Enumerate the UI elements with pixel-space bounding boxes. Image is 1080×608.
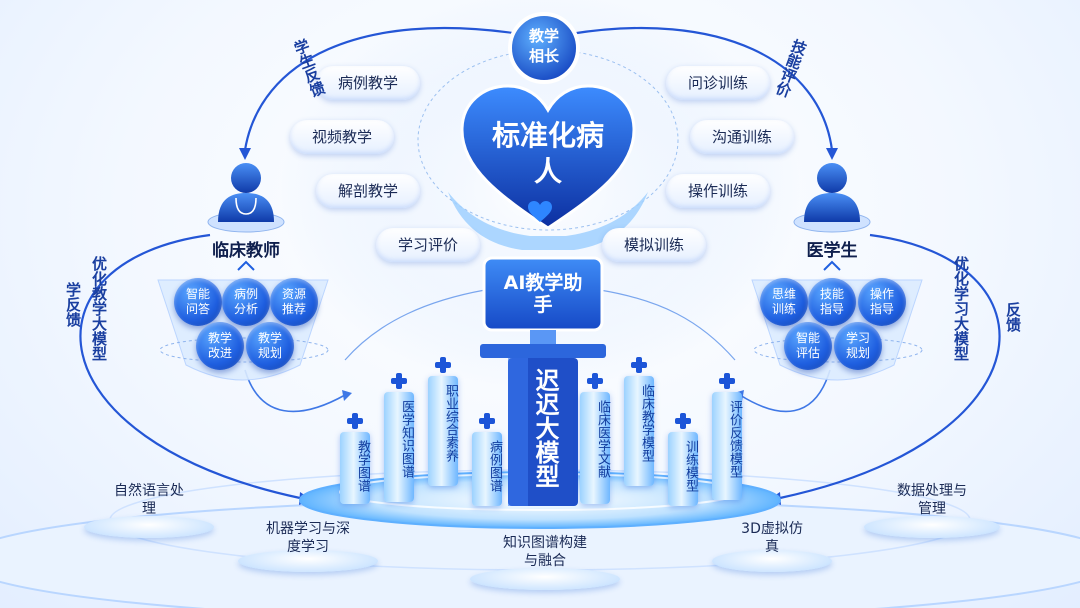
student-person-icon: [793, 163, 871, 233]
arc-skill-eval: [569, 26, 834, 151]
bubble-learning-plan: 学习规划: [834, 322, 882, 370]
bubble-resource-recommend: 资源推荐: [270, 278, 318, 326]
platform-data-processing: 数据处理与管理: [864, 482, 1000, 538]
column-label: 教学图谱: [355, 440, 370, 492]
medical-cross-icon: [719, 373, 735, 389]
column-case-graph: 病例图谱: [472, 432, 502, 506]
bubble-teaching-improve: 教学改进: [196, 322, 244, 370]
bubble-smart-evaluation: 智能评估: [784, 322, 832, 370]
platform-label: 数据处理与管理: [897, 483, 967, 517]
column-clinical-teaching-model: 临床教学模型: [624, 376, 654, 486]
heart-title: 标准化病人: [491, 119, 604, 188]
platform-label: 机器学习与深度学习: [266, 521, 350, 555]
arc-label-left-feedback: 学反馈: [64, 282, 82, 327]
teacher-label: 临床教师: [212, 241, 280, 261]
pill-case-teaching: 病例教学: [316, 66, 420, 100]
pill-operation-training: 操作训练: [666, 174, 770, 208]
platform-nlp: 自然语言处理: [84, 482, 214, 538]
pill-inquiry-training: 问诊训练: [666, 66, 770, 100]
teacher-person-icon: [207, 163, 285, 233]
medical-cross-icon: [587, 373, 603, 389]
arc-student-feedback: [243, 26, 521, 151]
medical-cross-icon: [391, 373, 407, 389]
top-circle: [508, 12, 580, 84]
platform-knowledge-graph: 知识图谱构建与融合: [470, 534, 620, 590]
big-model-label: 迟迟大模型: [531, 368, 559, 488]
student-label: 医学生: [806, 241, 858, 261]
bubble-skill-guidance: 技能指导: [808, 278, 856, 326]
column-clinical-literature: 临床医学文献: [580, 392, 610, 504]
column-label: 临床医学文献: [595, 400, 610, 478]
arc-student-optimize: [779, 233, 1001, 500]
right-hand-icon: [548, 192, 648, 250]
ai-assistant-label: AI教学助手: [503, 272, 583, 316]
bubble-teaching-plan: 教学规划: [246, 322, 294, 370]
column-label: 训练模型: [683, 440, 698, 492]
column-evaluation-feedback-model: 评价反馈模型: [712, 392, 742, 500]
column-medical-knowledge-graph: 医学知识图谱: [384, 392, 414, 502]
top-circle-label: 教学相长: [528, 27, 559, 65]
pill-communication-training: 沟通训练: [690, 120, 794, 154]
platform-ml: 机器学习与深度学习: [238, 520, 378, 572]
platform-label: 知识图谱构建与融合: [503, 535, 587, 569]
heart-icon: [460, 84, 636, 230]
pill-anatomy-teaching: 解剖教学: [316, 174, 420, 208]
pill-learning-evaluation: 学习评价: [376, 228, 480, 262]
platform-label: 3D虚拟仿真: [741, 521, 803, 555]
column-professional-literacy: 职业综合素养: [428, 376, 458, 486]
column-teaching-graph: 教学图谱: [340, 432, 370, 504]
column-label: 病例图谱: [487, 440, 502, 492]
platform-label: 自然语言处理: [114, 483, 184, 517]
bubble-operation-guidance: 操作指导: [858, 278, 906, 326]
medical-cross-icon: [479, 413, 495, 429]
column-label: 医学知识图谱: [399, 400, 414, 478]
pill-video-teaching: 视频教学: [290, 120, 394, 154]
column-label: 临床教学模型: [639, 384, 654, 462]
medical-cross-icon: [347, 413, 363, 429]
bubble-smart-qa: 智能问答: [174, 278, 222, 326]
arc-label-left-optimize: 优化教学大模型: [90, 255, 108, 361]
arc-teacher-optimize: [79, 233, 301, 500]
column-label: 评价反馈模型: [727, 400, 742, 478]
column-label: 职业综合素养: [443, 384, 458, 462]
arc-label-right-feedback: 反馈: [1004, 302, 1022, 332]
arc-label-right-optimize: 优化学习大模型: [952, 255, 970, 361]
medical-cross-icon: [675, 413, 691, 429]
bubble-thinking-training: 思维训练: [760, 278, 808, 326]
platform-3d-simulation: 3D虚拟仿真: [712, 520, 832, 572]
pill-simulation-training: 模拟训练: [602, 228, 706, 262]
bubble-case-analysis: 病例分析: [222, 278, 270, 326]
medical-cross-icon: [435, 357, 451, 373]
left-hand-icon: [448, 192, 548, 250]
medical-cross-icon: [631, 357, 647, 373]
column-training-model: 训练模型: [668, 432, 698, 506]
